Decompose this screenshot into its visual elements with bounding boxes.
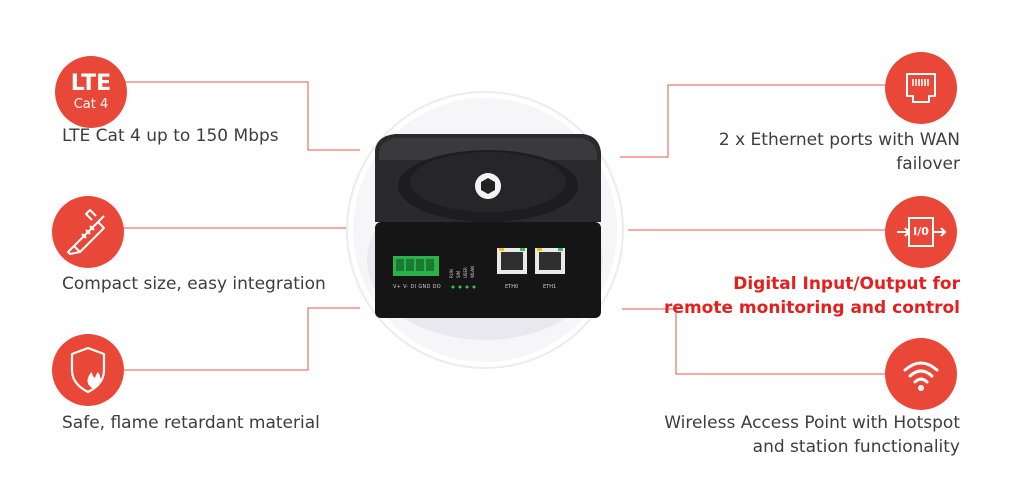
feature-ethernet-line2: failover	[896, 154, 960, 174]
feature-io-text: Digital Input/Output for remote monitori…	[664, 272, 960, 320]
flame-shield-icon	[52, 334, 124, 406]
led-label-group: RUN SIM USER WLAN	[449, 254, 481, 278]
feature-io-line1: Digital Input/Output for	[733, 274, 960, 294]
led-label: WLAN	[470, 265, 475, 278]
eth1-label: ETH1	[543, 284, 557, 290]
led-label: SIM	[456, 270, 461, 278]
feature-wifi-line2: and station functionality	[752, 437, 960, 457]
terminal-label: V+ V- DI GND DO	[393, 284, 441, 290]
ethernet-port-icon	[885, 52, 957, 124]
lte-badge-icon: LTE Cat 4	[55, 56, 127, 128]
led-label: RUN	[449, 269, 454, 278]
eth0-label: ETH0	[505, 284, 519, 290]
io-icon-label: I/0	[913, 225, 929, 238]
feature-ethernet-text: 2 x Ethernet ports with WAN failover	[719, 128, 960, 176]
wifi-icon	[885, 338, 957, 410]
io-icon: I/0	[885, 196, 957, 268]
caliper-icon	[52, 196, 124, 268]
lte-icon-line2: Cat 4	[73, 96, 109, 112]
lte-icon-line1: LTE	[70, 70, 112, 96]
feature-lte-text: LTE Cat 4 up to 150 Mbps	[62, 126, 279, 146]
feature-wifi-line1: Wireless Access Point with Hotspot	[664, 413, 960, 433]
feature-wifi-text: Wireless Access Point with Hotspot and s…	[664, 411, 960, 459]
feature-safe-text: Safe, flame retardant material	[62, 413, 320, 433]
feature-ethernet-line1: 2 x Ethernet ports with WAN	[718, 130, 960, 150]
feature-compact-text: Compact size, easy integration	[62, 274, 326, 294]
led-label: USER	[463, 267, 468, 278]
device-image: V+ V- DI GND DO RUN SIM USER WLAN ETH0 E…	[345, 90, 625, 370]
feature-io-line2: remote monitoring and control	[664, 298, 960, 318]
